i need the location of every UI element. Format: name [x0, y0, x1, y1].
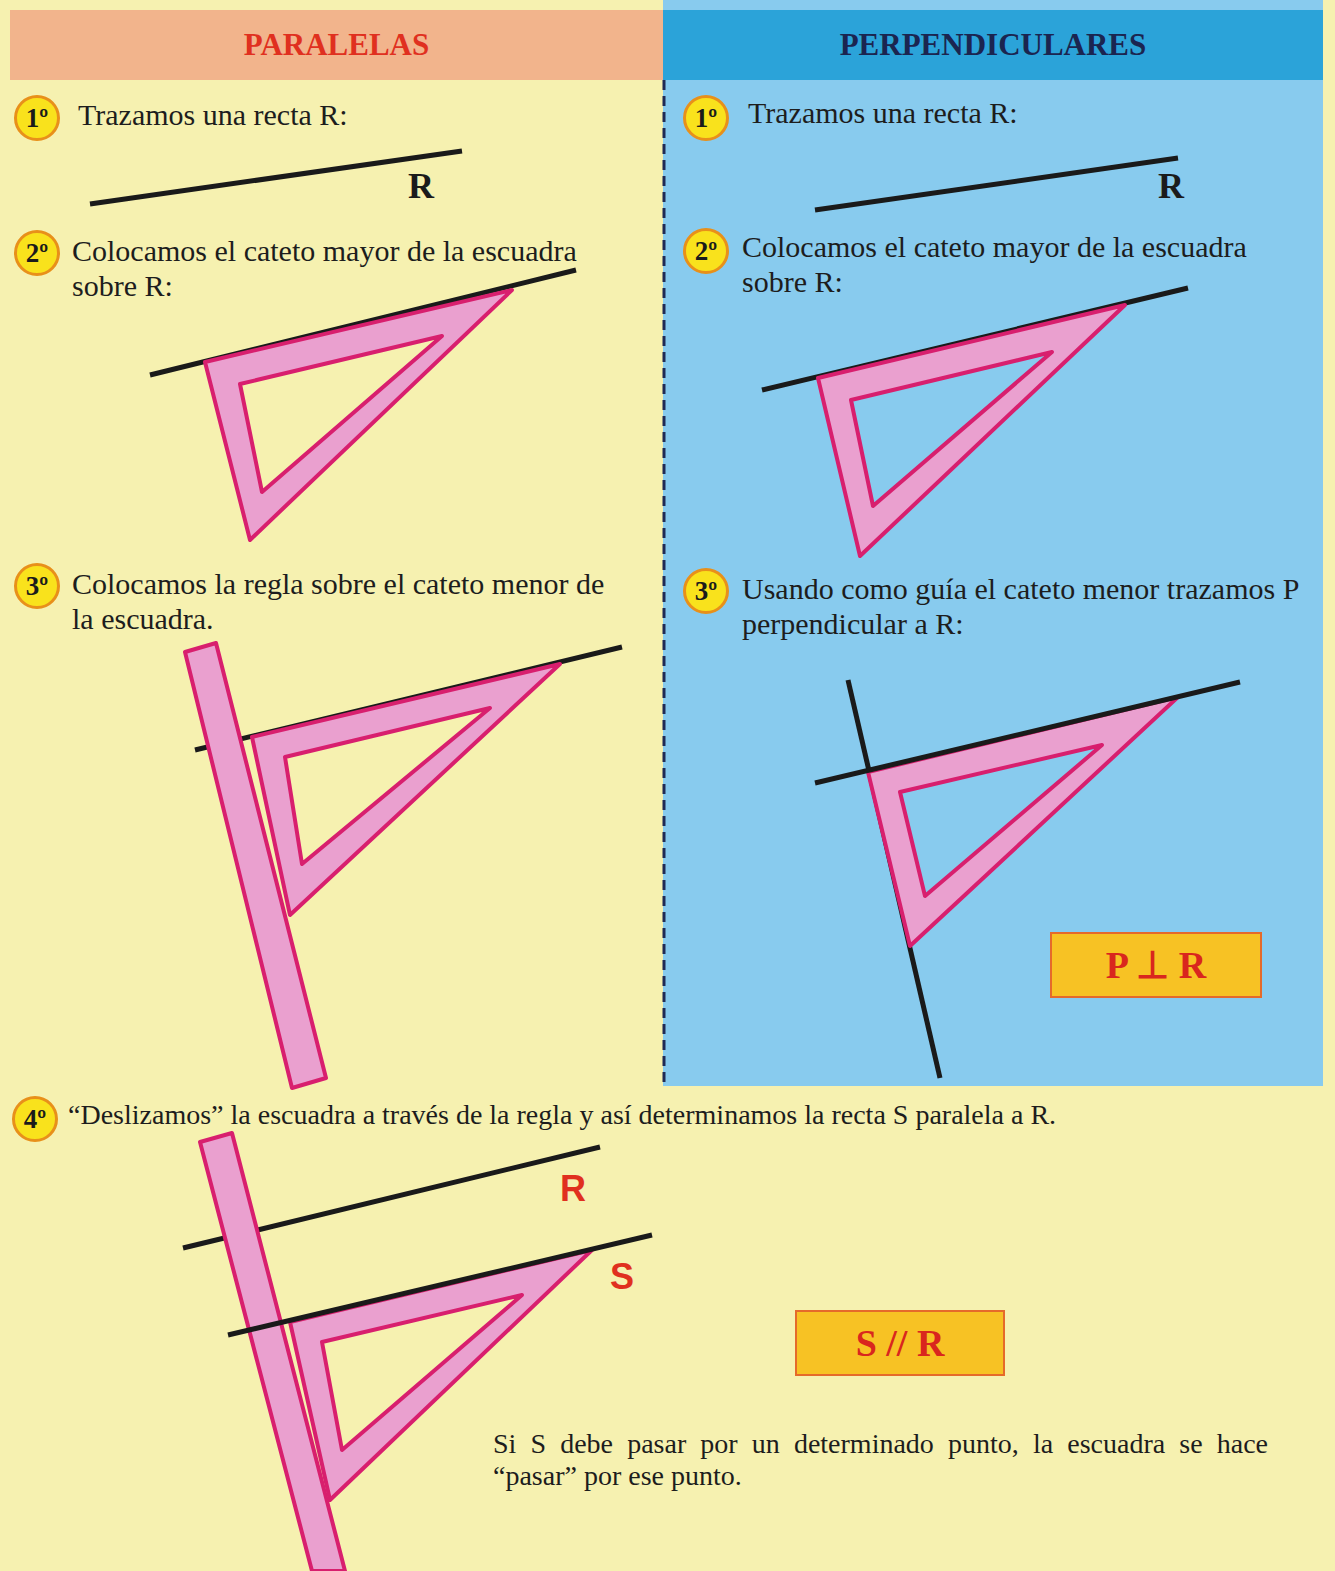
- step-badge: 2º: [14, 230, 60, 276]
- header-text: PERPENDICULARES: [840, 27, 1147, 63]
- result-box: S // R: [795, 1310, 1005, 1376]
- step-badge: 4º: [12, 1096, 58, 1142]
- line-r: [90, 151, 462, 204]
- step-text: “Deslizamos” la escuadra a través de la …: [68, 1099, 1330, 1131]
- column-divider: [663, 80, 666, 1085]
- line-name: R: [560, 1168, 586, 1209]
- column-header: PERPENDICULARES: [663, 10, 1323, 80]
- step-text: Colocamos el cateto mayor de la escuadra…: [742, 230, 1302, 299]
- blue-panel: [663, 0, 1323, 1086]
- step-text: Trazamos una recta R:: [748, 96, 1308, 131]
- step-badge: 3º: [683, 568, 729, 614]
- step-badge: 1º: [14, 95, 60, 141]
- note-text: Si S debe pasar por un determinado punto…: [493, 1428, 1268, 1492]
- set-square: [252, 664, 560, 915]
- result-notation: P ⊥ R: [1106, 943, 1207, 987]
- step-number: 2º: [695, 236, 717, 267]
- header-text: PARALELAS: [244, 27, 429, 63]
- result-box: P ⊥ R: [1050, 932, 1262, 998]
- set-square: [818, 305, 1125, 556]
- step-number: 2º: [26, 238, 48, 269]
- step-badge: 2º: [683, 228, 729, 274]
- step-text: Usando como guía el cateto menor trazamo…: [742, 572, 1312, 641]
- step-text: Trazamos una recta R:: [78, 98, 638, 133]
- column-header: PARALELAS: [10, 10, 663, 80]
- line-name: R: [1158, 166, 1184, 207]
- line-name: S: [610, 1256, 634, 1297]
- step-badge: 1º: [683, 95, 729, 141]
- line-r: [815, 682, 1240, 783]
- line-r: [815, 158, 1178, 210]
- step-badge: 3º: [14, 563, 60, 609]
- step-number: 1º: [26, 103, 48, 134]
- result-notation: S // R: [856, 1321, 945, 1365]
- step-number: 3º: [695, 576, 717, 607]
- step-number: 4º: [24, 1104, 46, 1135]
- line-name: R: [408, 166, 434, 207]
- step-text: Colocamos el cateto mayor de la escuadra…: [72, 234, 602, 303]
- line-s: [228, 1235, 652, 1335]
- step-number: 1º: [695, 103, 717, 134]
- step-text: Colocamos la regla sobre el cateto menor…: [72, 567, 632, 636]
- set-square: [205, 290, 512, 540]
- step-number: 3º: [26, 571, 48, 602]
